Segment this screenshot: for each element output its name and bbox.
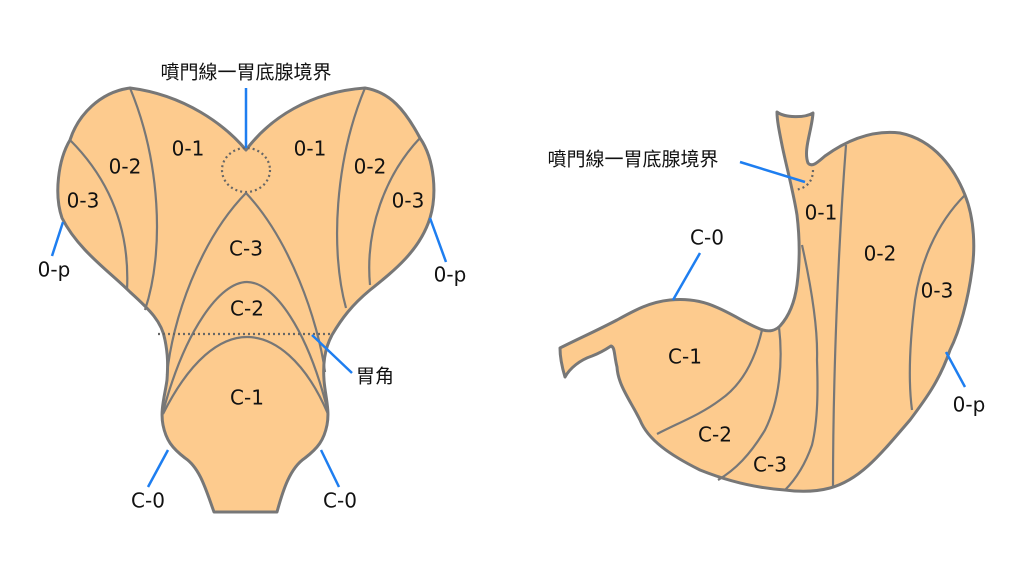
region-c2: C-2 xyxy=(698,423,732,447)
leader-line-op-left xyxy=(50,221,65,257)
region-o2-right: 0-2 xyxy=(354,155,387,179)
region-c3: C-3 xyxy=(229,237,263,261)
leader-line-op xyxy=(944,351,967,388)
boundary-c1 xyxy=(162,335,330,415)
leader-line-angle xyxy=(311,334,353,374)
boundary-o1-o2-left xyxy=(128,87,159,311)
leader-line-c0 xyxy=(671,252,702,301)
boundary-c3-right xyxy=(245,192,327,373)
region-c2: C-2 xyxy=(230,297,264,321)
boundary-c2-c3 xyxy=(717,326,782,481)
label-cardia-boundary-right: 噴門線一胃底腺境界 xyxy=(547,149,718,171)
boundary-o1-o2 xyxy=(831,144,848,488)
region-o1-left: 0-1 xyxy=(172,137,205,161)
boundary-c1-c2 xyxy=(656,329,764,435)
region-o2: 0-2 xyxy=(864,242,897,266)
label-cardia-boundary: 噴門線一胃底腺境界 xyxy=(160,62,331,84)
stomach-side-diagram: 噴門線一胃底腺境界 C-0 0-p 0-1 0-2 0-3 C-1 C-2 C-… xyxy=(547,110,986,493)
region-o1: 0-1 xyxy=(805,201,838,225)
boundary-o2-o3-left xyxy=(69,139,129,291)
label-c0: C-0 xyxy=(690,226,724,250)
region-o3-left: 0-3 xyxy=(67,189,100,213)
label-c0-right: C-0 xyxy=(323,489,357,513)
region-c1: C-1 xyxy=(668,345,702,369)
boundary-c3-left xyxy=(165,192,247,376)
cardia-dotted-line xyxy=(794,169,815,192)
region-o3: 0-3 xyxy=(921,279,954,303)
label-c0-left: C-0 xyxy=(131,489,165,513)
cardia-opening xyxy=(220,146,272,194)
region-o3-right: 0-3 xyxy=(392,189,425,213)
boundary-c2 xyxy=(161,280,330,413)
label-op: 0-p xyxy=(953,393,986,417)
leader-line-c0-right xyxy=(319,449,341,488)
label-angle: 胃角 xyxy=(356,366,394,388)
stomach-outline xyxy=(558,110,976,493)
leader-line-cardia xyxy=(739,160,806,184)
label-op-right: 0-p xyxy=(434,263,467,287)
boundary-o2-o3 xyxy=(908,194,966,411)
region-c1: C-1 xyxy=(230,386,264,410)
label-op-left: 0-p xyxy=(38,258,71,282)
region-c3: C-3 xyxy=(753,453,787,477)
leader-line-op-right xyxy=(428,217,448,263)
opened-stomach-diagram: 噴門線一胃底腺境界 0-p 0-p C-0 C-0 胃角 0-1 0-1 0-2… xyxy=(38,62,467,514)
region-o2-left: 0-2 xyxy=(109,155,142,179)
boundary-o1-c3 xyxy=(784,244,819,491)
region-o1-right: 0-1 xyxy=(294,137,327,161)
boundary-o1-o2-right xyxy=(335,87,367,309)
leader-line-c0-left xyxy=(146,449,170,488)
boundary-o2-o3-right xyxy=(368,137,421,286)
